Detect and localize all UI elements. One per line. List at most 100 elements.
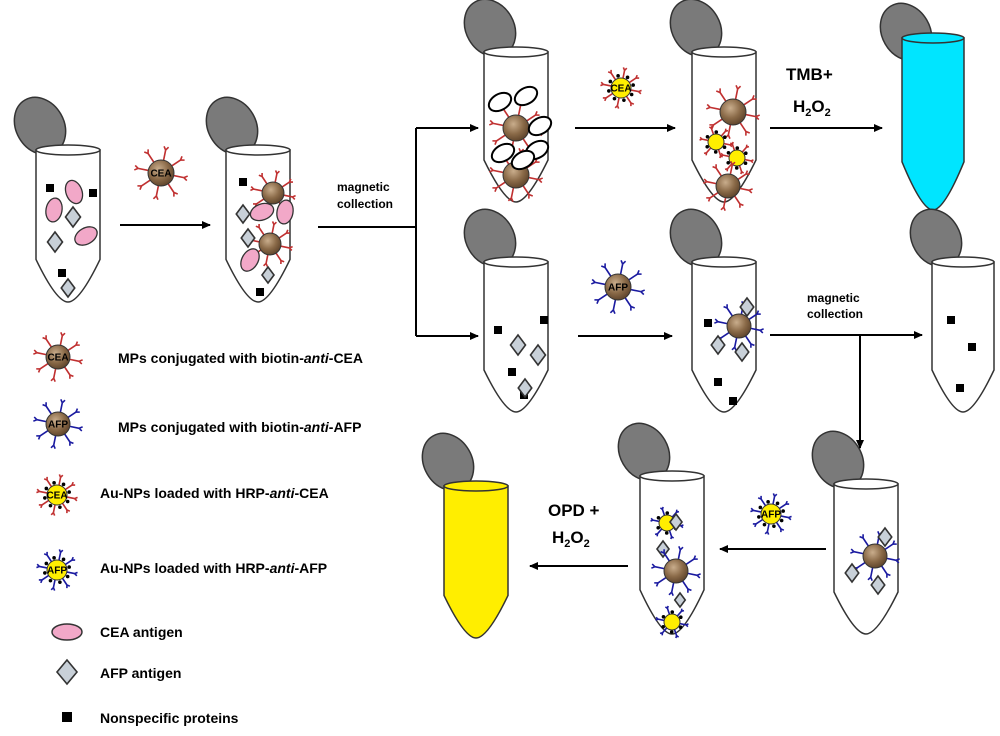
legend-text-mp-cea: MPs conjugated with biotin-anti-CEA bbox=[118, 350, 363, 366]
antibody-arm bbox=[74, 496, 78, 500]
antibody-arm bbox=[58, 474, 62, 478]
antibody-arm bbox=[604, 97, 607, 102]
antibody bbox=[738, 121, 751, 136]
antibody bbox=[747, 310, 761, 321]
antibody bbox=[623, 296, 636, 311]
antibody-stem bbox=[869, 566, 874, 578]
nonspecific-protein bbox=[956, 384, 964, 392]
antibody-arm bbox=[712, 165, 717, 169]
legend-icon-mp-cea: CEA bbox=[33, 332, 83, 382]
antibody bbox=[736, 170, 750, 181]
hrp-dot bbox=[661, 624, 666, 629]
antibody-stem bbox=[277, 232, 287, 240]
antibody-stem bbox=[147, 153, 156, 164]
antibody-stem bbox=[733, 194, 741, 205]
antibody-arm bbox=[705, 106, 711, 110]
antibody bbox=[883, 540, 897, 551]
antibody bbox=[250, 186, 264, 192]
antibody-arm bbox=[258, 174, 263, 178]
gold-nanoparticle bbox=[46, 559, 68, 581]
antibody-arm bbox=[40, 504, 43, 509]
antibody bbox=[36, 362, 50, 373]
hrp-dot bbox=[608, 79, 613, 84]
antibody-stem bbox=[709, 191, 720, 199]
antibody-stem bbox=[66, 411, 77, 419]
tube-rim bbox=[483, 46, 549, 58]
antibody-stem bbox=[52, 578, 56, 588]
legend-text-nonspecific: Nonspecific proteins bbox=[100, 710, 239, 726]
antibody-arm bbox=[722, 206, 726, 211]
cea-antigen-bound bbox=[487, 91, 513, 113]
antibody-stem bbox=[604, 267, 613, 278]
antibody-stem bbox=[492, 122, 505, 127]
hrp-dot bbox=[43, 496, 47, 500]
antibody-arm bbox=[494, 140, 498, 146]
antibody bbox=[703, 178, 718, 185]
antibody-stem bbox=[612, 298, 617, 311]
antibody bbox=[36, 563, 49, 569]
antibody bbox=[775, 521, 785, 533]
antibody-stem bbox=[747, 313, 758, 321]
antibody bbox=[274, 251, 285, 264]
magnetic-particle bbox=[663, 558, 689, 584]
hrp-dot bbox=[781, 509, 785, 513]
hrp-dot bbox=[622, 98, 626, 102]
antibody bbox=[750, 507, 763, 513]
antibody-stem bbox=[856, 561, 867, 569]
antibody-arm bbox=[687, 588, 692, 592]
antibody bbox=[714, 318, 729, 325]
hrp-dot bbox=[758, 505, 763, 510]
antibody-arm bbox=[745, 170, 749, 175]
antibody bbox=[629, 89, 642, 95]
antibody bbox=[720, 196, 727, 211]
antibody-arm bbox=[71, 556, 74, 561]
antibody-arm bbox=[71, 481, 74, 486]
antibody bbox=[68, 425, 83, 432]
antibody-stem bbox=[155, 184, 160, 197]
antibody-arm bbox=[534, 110, 538, 116]
antibody bbox=[600, 263, 613, 278]
antibody-arm bbox=[620, 259, 624, 265]
antibody-arm bbox=[33, 351, 38, 355]
antibody-stem bbox=[686, 572, 698, 577]
mp-afp-sandwich bbox=[651, 546, 701, 596]
antibody bbox=[59, 399, 66, 414]
hrp-dot bbox=[625, 75, 630, 80]
cea-antigen-bound bbox=[527, 115, 553, 137]
afp-antigen bbox=[517, 377, 533, 399]
antibody-arm bbox=[288, 178, 292, 183]
hrp-dot bbox=[722, 135, 727, 140]
antibody bbox=[492, 133, 507, 146]
particle-label: CEA bbox=[150, 169, 171, 180]
hrp-dot bbox=[714, 130, 719, 134]
antibody bbox=[749, 327, 764, 334]
afp-antigen bbox=[46, 230, 64, 254]
antibody bbox=[65, 571, 78, 577]
antibody bbox=[600, 81, 613, 87]
antibody-stem bbox=[68, 358, 80, 363]
antibody-arm bbox=[173, 191, 179, 195]
hrp-dot bbox=[58, 580, 62, 584]
antibody bbox=[619, 259, 627, 276]
antibody bbox=[681, 579, 692, 593]
mp-afp-washed bbox=[850, 531, 900, 581]
antibody-arm bbox=[659, 507, 663, 510]
antibody-arm bbox=[750, 343, 755, 347]
antibody-arm bbox=[60, 332, 64, 337]
hrp-dot bbox=[722, 145, 727, 150]
antibody-stem bbox=[738, 187, 750, 192]
antibody-arm bbox=[612, 309, 616, 315]
magnetic-particle bbox=[258, 232, 282, 256]
hrp-dot bbox=[656, 525, 661, 530]
hrp-dot bbox=[665, 511, 670, 515]
afp-antigen bbox=[844, 562, 860, 584]
antibody-stem bbox=[137, 167, 150, 172]
nonspecific-protein bbox=[508, 368, 516, 376]
antibody bbox=[274, 170, 280, 184]
antibody bbox=[258, 173, 269, 186]
antibody-arm bbox=[510, 197, 514, 203]
hrp-dot bbox=[65, 499, 70, 504]
antibody-arm bbox=[680, 524, 684, 527]
antibody-stem bbox=[172, 174, 185, 179]
antibody bbox=[614, 96, 620, 109]
